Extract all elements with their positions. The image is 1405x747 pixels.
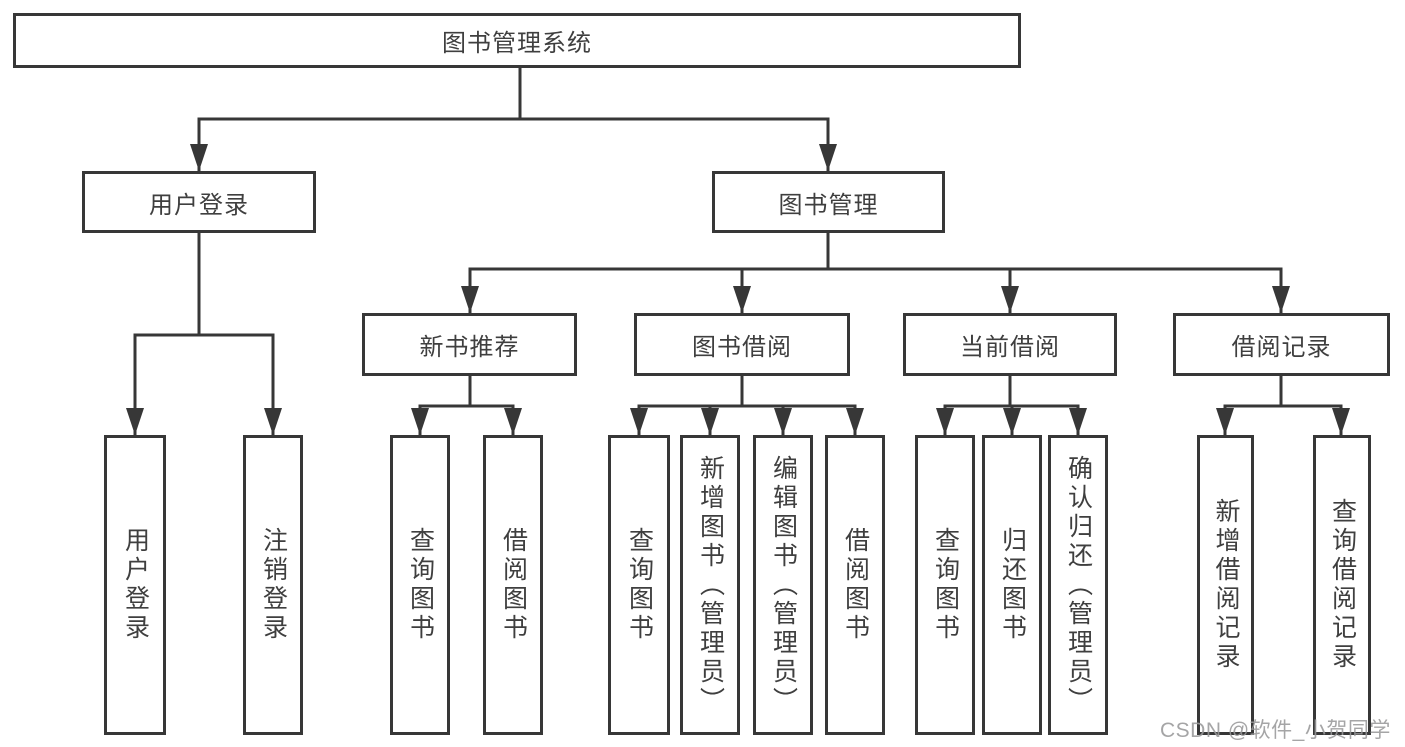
node-label: 用户登录 xyxy=(149,191,249,219)
spine-book-management xyxy=(468,233,1283,271)
node-label: 注销登录 xyxy=(259,527,288,643)
node-label: 查询图书 xyxy=(625,527,654,643)
spine-current-borrow xyxy=(943,376,1080,408)
node-label: 借阅图书 xyxy=(499,527,528,643)
node-user-login: 用户登录 xyxy=(82,171,316,233)
leaf-borrow-book-recommend: 借阅图书 xyxy=(483,435,543,735)
leaf-edit-book-admin: 编辑图书（管理员） xyxy=(753,435,813,735)
csdn-watermark: CSDN @软件_小贺同学 xyxy=(1160,719,1391,742)
node-label: 查询图书 xyxy=(406,527,435,643)
node-label: 当前借阅 xyxy=(960,334,1060,361)
node-label: 图书管理系统 xyxy=(442,30,592,57)
node-book-borrow: 图书借阅 xyxy=(634,313,850,376)
spine-borrow-records xyxy=(1223,376,1343,408)
leaf-add-book-admin: 新增图书（管理员） xyxy=(680,435,740,735)
node-label: 图书管理 xyxy=(778,191,879,219)
node-new-book-recommend: 新书推荐 xyxy=(362,313,577,376)
leaf-return-book: 归还图书 xyxy=(982,435,1042,735)
node-label: 借阅记录 xyxy=(1231,334,1332,361)
leaf-add-borrow-record: 新增借阅记录 xyxy=(1197,435,1254,735)
leaf-query-book-current: 查询图书 xyxy=(915,435,975,735)
spine-user-login xyxy=(133,233,275,337)
leaf-logout-login: 注销登录 xyxy=(243,435,303,735)
node-label: 新书推荐 xyxy=(419,334,520,361)
leaf-borrow-book-borrow: 借阅图书 xyxy=(825,435,885,735)
node-borrow-records: 借阅记录 xyxy=(1173,313,1390,376)
node-book-management: 图书管理 xyxy=(712,171,945,233)
node-label: 新增图书（管理员） xyxy=(696,454,725,716)
node-label: 新增借阅记录 xyxy=(1212,498,1240,672)
node-label: 用户登录 xyxy=(121,527,150,643)
leaf-confirm-return-admin: 确认归还（管理员） xyxy=(1048,435,1108,735)
node-current-borrow: 当前借阅 xyxy=(903,313,1117,376)
node-label: 查询借阅记录 xyxy=(1328,498,1357,672)
leaf-user-login: 用户登录 xyxy=(104,435,166,735)
node-label: 图书借阅 xyxy=(692,334,792,361)
node-library-management-system: 图书管理系统 xyxy=(13,13,1021,68)
leaf-query-book-borrow: 查询图书 xyxy=(608,435,670,735)
node-label: 确认归还（管理员） xyxy=(1064,454,1093,716)
spine-book-borrow xyxy=(637,376,857,408)
node-label: 归还图书 xyxy=(998,527,1027,643)
node-label: 借阅图书 xyxy=(841,527,870,643)
node-label: 查询图书 xyxy=(931,527,960,643)
spine-root xyxy=(197,68,830,121)
leaf-query-borrow-record: 查询借阅记录 xyxy=(1313,435,1371,735)
node-label: 编辑图书（管理员） xyxy=(769,454,798,716)
leaf-query-book-recommend: 查询图书 xyxy=(390,435,450,735)
spine-new-book-recommend xyxy=(418,376,515,408)
